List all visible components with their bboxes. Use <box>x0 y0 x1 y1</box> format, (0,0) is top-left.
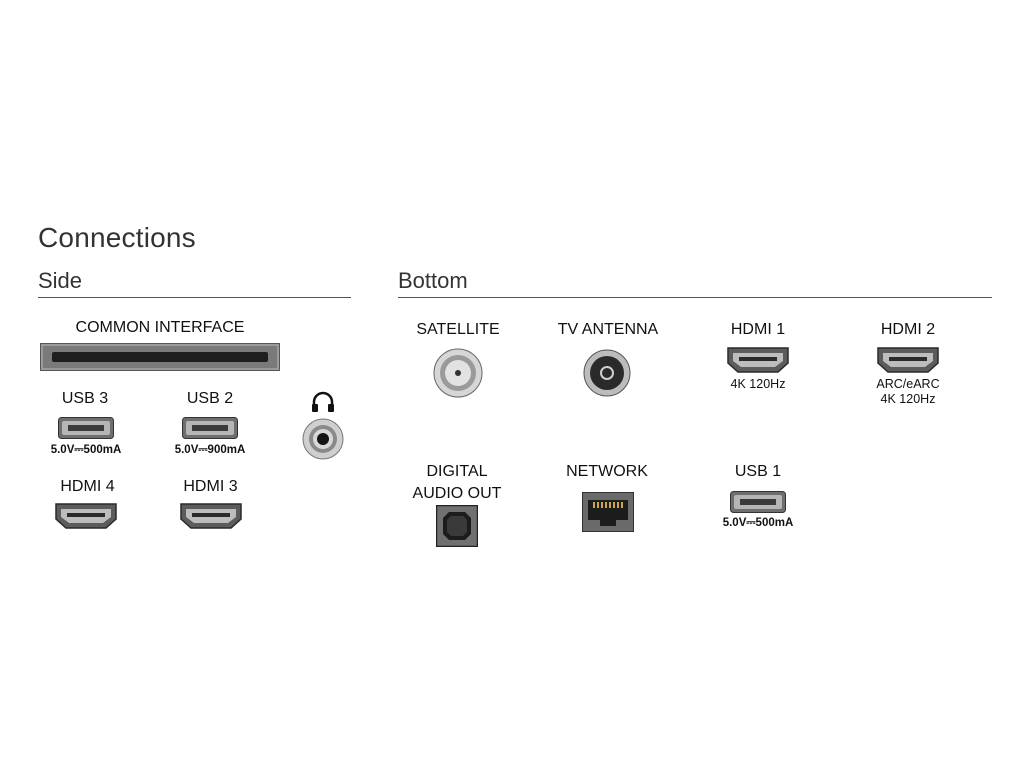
headphones-icon <box>312 391 334 412</box>
network-label: NETWORK <box>566 463 648 480</box>
digital-audio-out-label-line1: DIGITAL <box>426 463 488 480</box>
usb2-spec: 5.0V⎓900mA <box>174 444 246 456</box>
usb2-port-icon <box>182 417 238 439</box>
hdmi2-spec-arc: ARC/eARC <box>876 377 940 391</box>
satellite-connector-icon <box>433 348 483 398</box>
bottom-divider <box>398 297 992 298</box>
section-title-bottom: Bottom <box>398 268 468 293</box>
ethernet-port-icon <box>582 492 634 532</box>
hdmi4-label: HDMI 4 <box>60 478 115 495</box>
hdmi2-spec-4k: 4K 120Hz <box>880 392 936 406</box>
tv-antenna-connector-icon <box>583 349 631 397</box>
section-title-side: Side <box>38 268 83 293</box>
common-interface-slot-icon <box>40 343 280 371</box>
hdmi1-label: HDMI 1 <box>730 321 786 338</box>
usb3-label: USB 3 <box>61 390 109 407</box>
hdmi2-port-icon <box>877 347 939 373</box>
headphone-jack-icon <box>302 418 344 460</box>
usb1-port-icon <box>730 491 786 513</box>
optical-audio-port-icon <box>436 505 478 547</box>
hdmi4-port-icon <box>55 503 117 529</box>
usb1-label: USB 1 <box>734 463 782 480</box>
tv-antenna-label: TV ANTENNA <box>557 321 659 338</box>
usb1-spec: 5.0V⎓500mA <box>722 517 794 529</box>
digital-audio-out-label-line2: AUDIO OUT <box>412 485 502 502</box>
hdmi3-port-icon <box>180 503 242 529</box>
side-divider <box>38 297 351 298</box>
common-interface-label: COMMON INTERFACE <box>75 319 245 336</box>
usb3-spec: 5.0V⎓500mA <box>50 444 122 456</box>
usb2-label: USB 2 <box>186 390 234 407</box>
hdmi1-spec: 4K 120Hz <box>730 377 786 391</box>
usb3-port-icon <box>58 417 114 439</box>
hdmi1-port-icon <box>727 347 789 373</box>
hdmi2-label: HDMI 2 <box>880 321 936 338</box>
satellite-label: SATELLITE <box>416 321 500 338</box>
page-title: Connections <box>38 222 196 253</box>
hdmi3-label: HDMI 3 <box>183 478 238 495</box>
